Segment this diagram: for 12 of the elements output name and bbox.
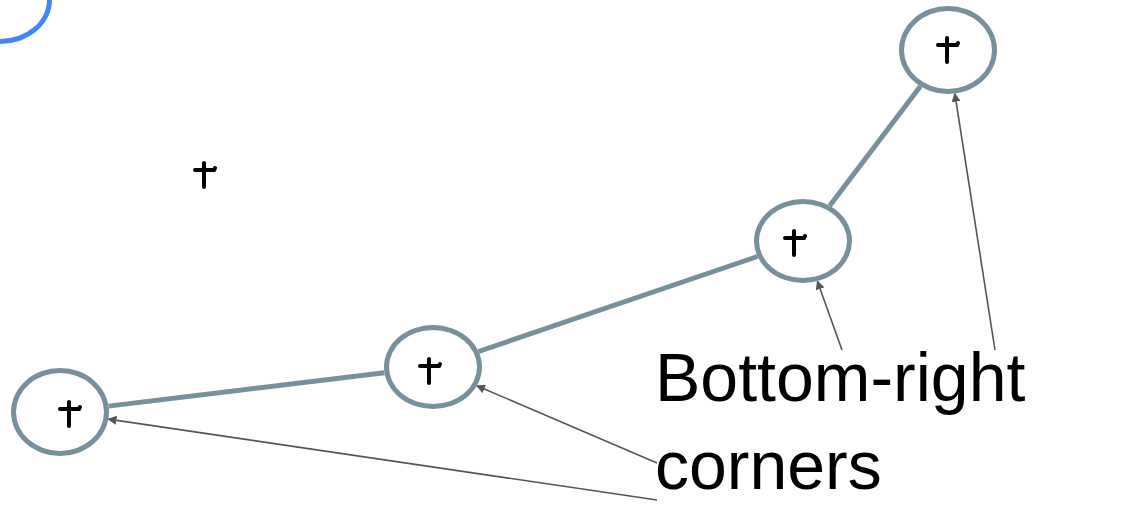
circle-node bbox=[11, 368, 109, 456]
leader-arrow bbox=[815, 280, 843, 351]
circle-node bbox=[754, 199, 852, 283]
leader-arrow bbox=[476, 384, 658, 464]
connector-line bbox=[827, 84, 923, 208]
leader-arrow bbox=[107, 415, 658, 501]
connector-line bbox=[477, 254, 759, 354]
callout-text: Bottom-right corners bbox=[655, 338, 1027, 505]
circle-node bbox=[384, 325, 482, 409]
circle-node bbox=[899, 6, 997, 94]
connector-line bbox=[108, 370, 385, 409]
leader-arrow bbox=[951, 92, 996, 351]
